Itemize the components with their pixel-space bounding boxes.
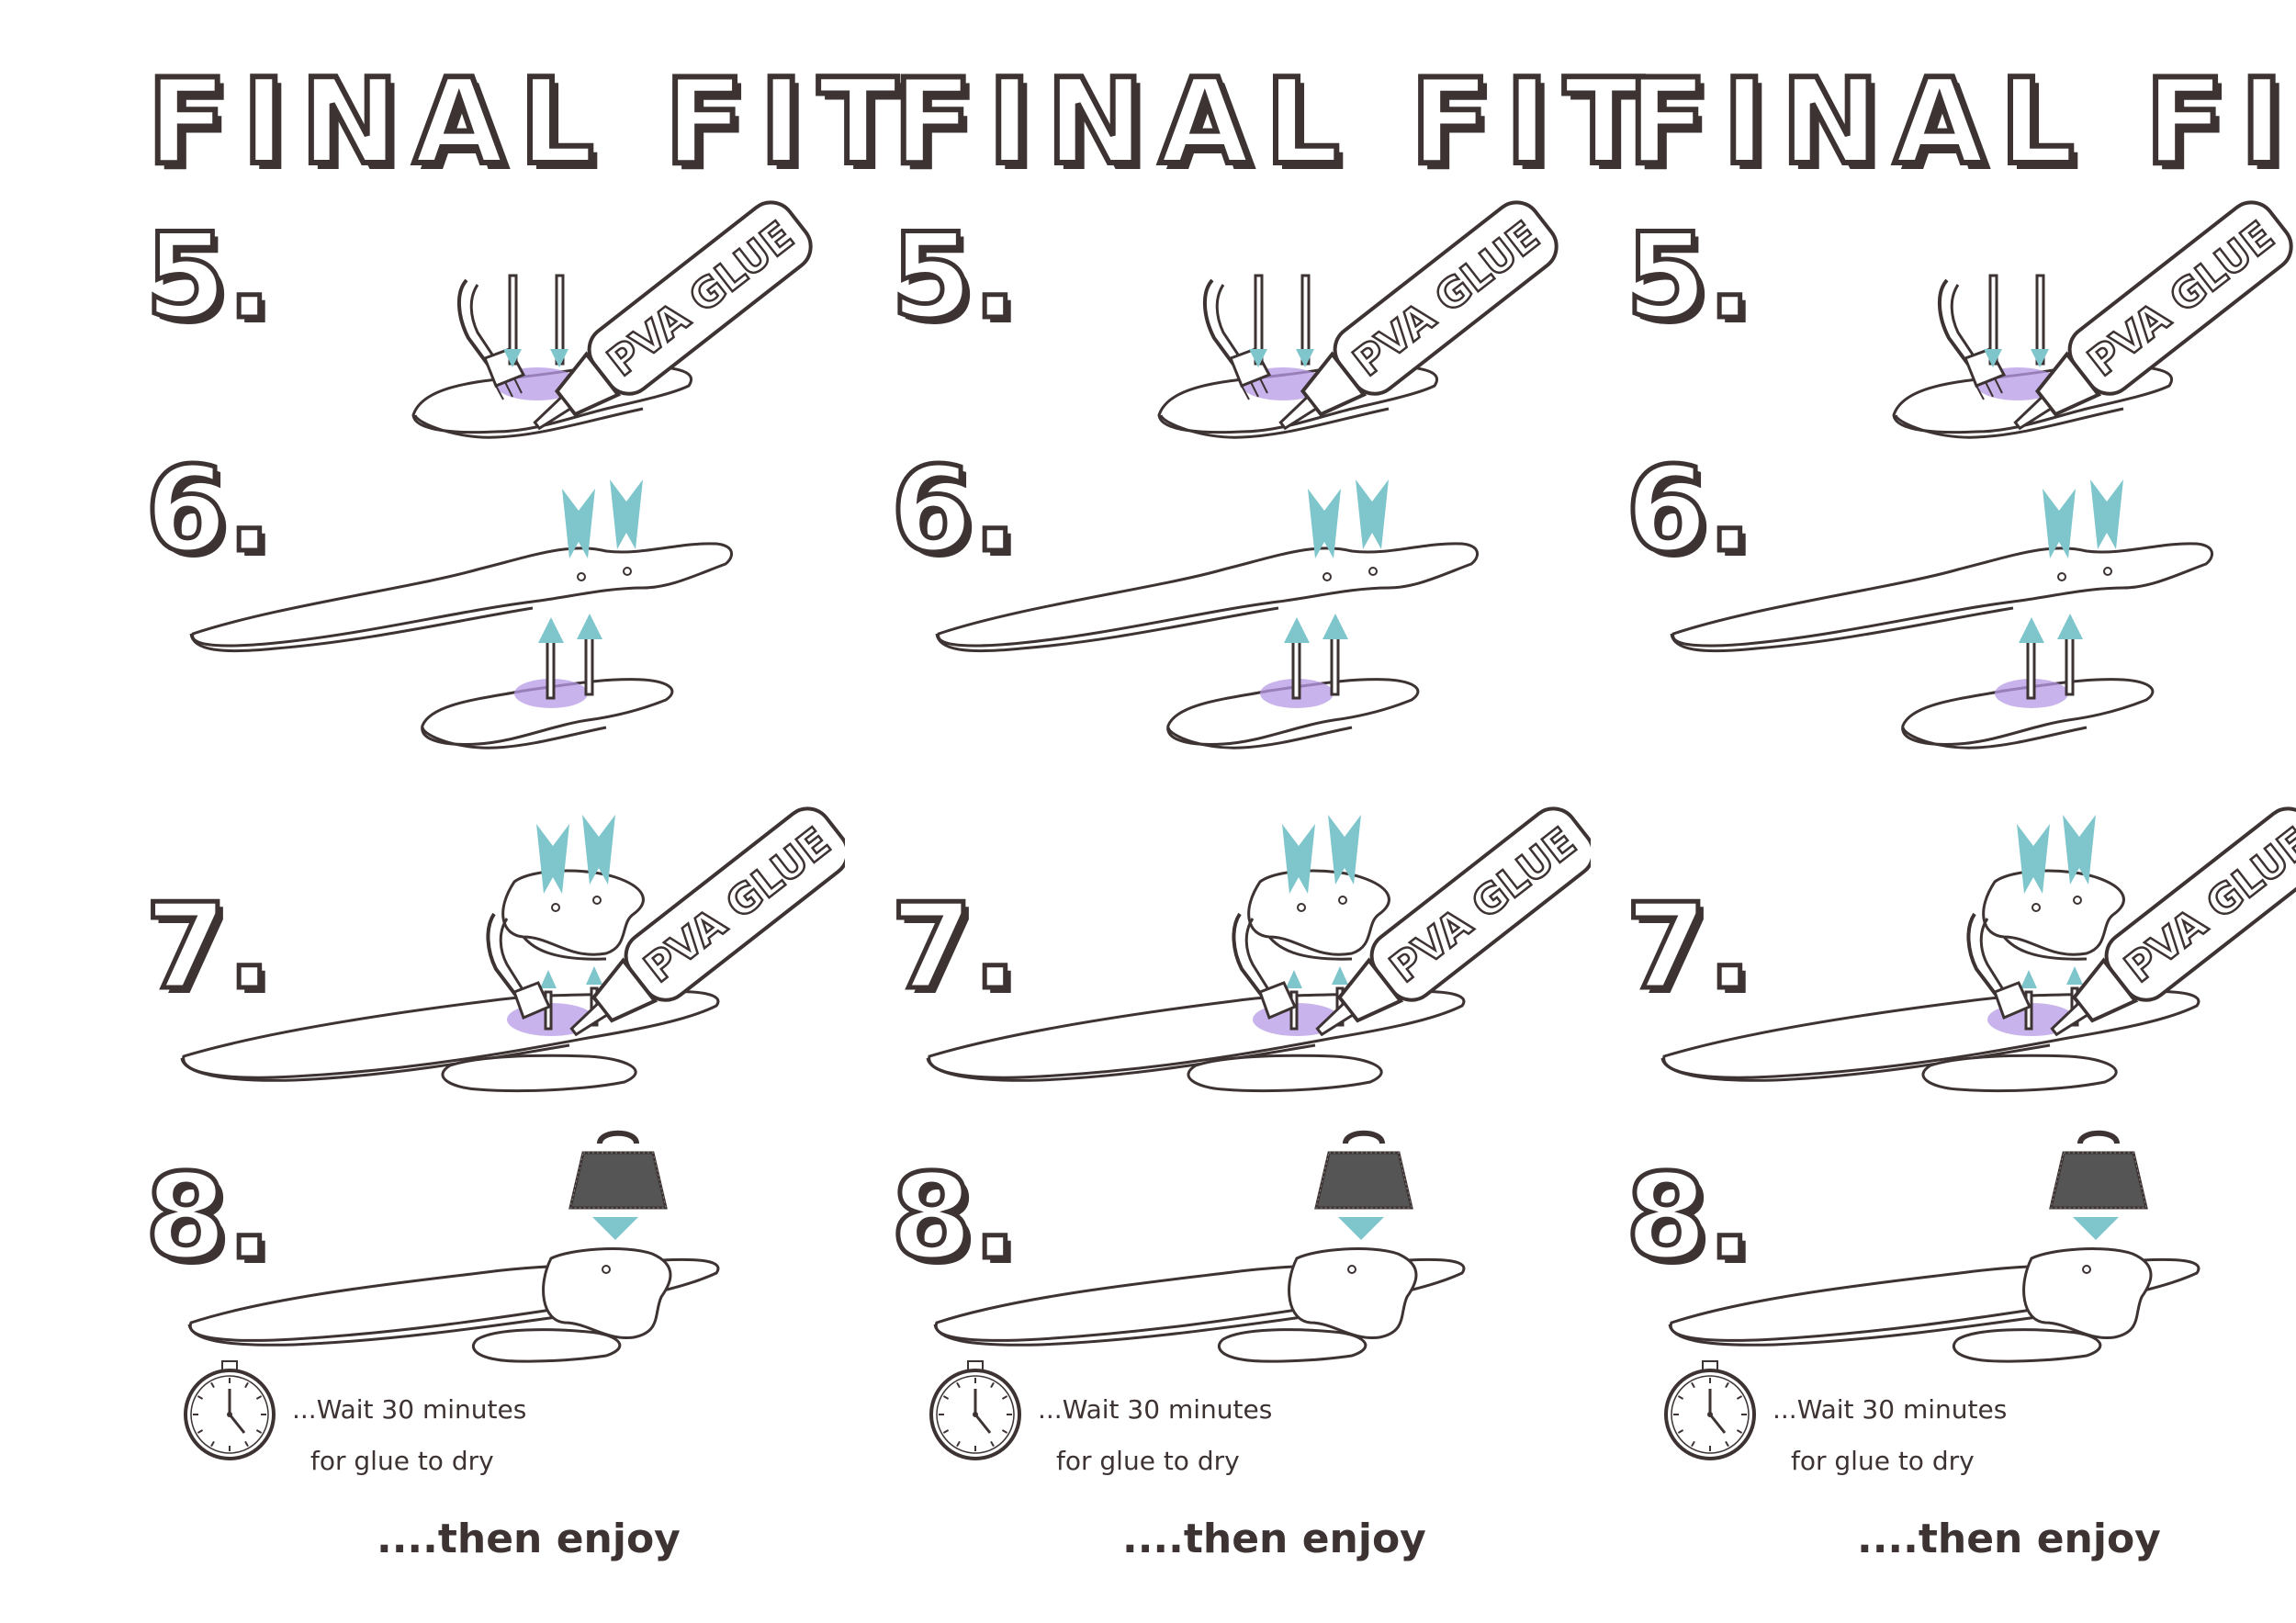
step-number-7: 7. xyxy=(143,879,275,1016)
step7-illustration: PVA GLUE xyxy=(1660,806,2296,1093)
large-piece xyxy=(191,542,733,648)
instruction-panel-3: FINAL FIT xyxy=(1572,0,2296,1623)
brush-icon xyxy=(1966,912,2032,1020)
pins xyxy=(503,274,568,367)
step-number-7: 7. xyxy=(1624,879,1755,1016)
step-number-5: 5. xyxy=(1624,209,1755,345)
wait-text: ...Wait 30 minutes xyxy=(1773,1394,2008,1425)
illustration-layer: PVA GLUE xyxy=(180,200,845,1460)
panel-title: FINAL FIT xyxy=(144,54,913,191)
step5-illustration: PVA GLUE xyxy=(411,200,813,439)
step-number-5: 5. xyxy=(143,209,275,345)
svg-text:PVA GLUE: PVA GLUE xyxy=(1345,212,1548,386)
step-number-6: 6. xyxy=(1624,442,1755,579)
svg-text:PVA GLUE: PVA GLUE xyxy=(636,818,838,992)
clock-icon xyxy=(929,1360,1021,1460)
wait-text: ...Wait 30 minutes xyxy=(292,1394,527,1425)
pins xyxy=(1984,274,2049,367)
step8-illustration xyxy=(187,1130,720,1363)
step-number-7: 7. xyxy=(889,879,1020,1016)
clock-icon xyxy=(1664,1360,1756,1460)
step6-illustration xyxy=(189,479,733,750)
step-number-6: 6. xyxy=(143,442,275,579)
step-number-8: 8. xyxy=(889,1149,1020,1286)
glue-dry-text: for glue to dry xyxy=(310,1446,494,1476)
glue-dry-text: for glue to dry xyxy=(1056,1446,1240,1476)
glue-dry-text: for glue to dry xyxy=(1791,1446,1975,1476)
instruction-panel-2: FINAL FIT xyxy=(838,0,1647,1623)
step-number-5: 5. xyxy=(889,209,1020,345)
instruction-panel-1: FINAL FIT xyxy=(92,0,901,1623)
weight-icon xyxy=(568,1130,668,1210)
svg-text:PVA GLUE: PVA GLUE xyxy=(599,212,802,386)
brush-icon xyxy=(486,912,552,1020)
step6-illustration xyxy=(1670,479,2213,750)
illustration-layer: PVA GLUE xyxy=(926,200,1591,1460)
step7-illustration: PVA GLUE xyxy=(180,806,845,1093)
weight-icon xyxy=(2049,1130,2148,1210)
large-piece xyxy=(937,542,1479,648)
svg-text:PVA GLUE: PVA GLUE xyxy=(1381,818,1584,992)
panel-title: FINAL FIT xyxy=(890,54,1659,191)
step7-illustration: PVA GLUE xyxy=(926,806,1591,1093)
step-number-8: 8. xyxy=(1624,1149,1755,1286)
step-number-8: 8. xyxy=(143,1149,275,1286)
enjoy-text: ....then enjoy xyxy=(377,1516,681,1562)
weight-icon xyxy=(1314,1130,1413,1210)
step5-illustration: PVA GLUE xyxy=(1892,200,2293,439)
large-piece xyxy=(1671,542,2213,648)
clock-icon xyxy=(184,1360,276,1460)
enjoy-text: ....then enjoy xyxy=(1857,1516,2161,1562)
illustration-layer: PVA GLUE xyxy=(1660,200,2296,1460)
step6-illustration xyxy=(935,479,1479,750)
enjoy-text: ....then enjoy xyxy=(1122,1516,1426,1562)
step8-illustration xyxy=(1668,1130,2200,1363)
step8-illustration xyxy=(933,1130,1466,1363)
step-number-6: 6. xyxy=(889,442,1020,579)
wait-text: ...Wait 30 minutes xyxy=(1038,1394,1273,1425)
step5-illustration: PVA GLUE xyxy=(1157,200,1559,439)
panel-title: FINAL FIT xyxy=(1625,54,2296,191)
svg-text:PVA GLUE: PVA GLUE xyxy=(2079,212,2282,386)
pins xyxy=(1249,274,1314,367)
brush-icon xyxy=(1232,912,1298,1020)
